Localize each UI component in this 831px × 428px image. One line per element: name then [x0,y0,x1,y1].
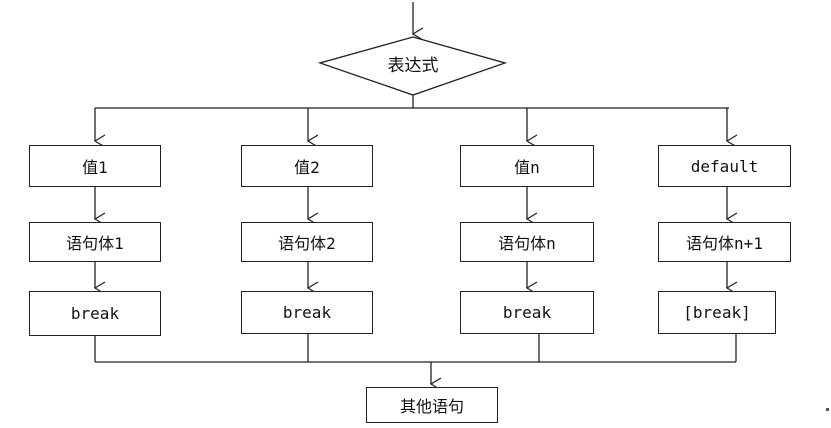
statement-label: 语句体2 [278,234,336,253]
break-label: break [282,303,332,322]
break-box-4: [break] [658,291,776,334]
case-label: 值n [514,158,540,177]
break-label: [break] [683,303,751,322]
expression-label: 表达式 [387,55,439,76]
statement-box-2: 语句体2 [241,222,373,262]
exit-statement-box: 其他语句 [366,387,498,423]
case-label: 值2 [294,158,320,177]
case-box-4: default [658,145,791,187]
statement-box-3: 语句体n [460,222,594,262]
break-label: break [70,304,120,323]
case-box-1: 值1 [29,145,161,187]
break-box-3: break [460,291,594,334]
break-label: break [502,303,552,322]
statement-box-1: 语句体1 [29,222,161,262]
case-box-3: 值n [460,145,594,187]
statement-label: 语句体n [498,234,556,253]
case-label: default [690,156,759,176]
statement-label: 语句体1 [66,234,124,253]
case-label: 值1 [82,158,108,177]
break-box-1: break [29,291,161,336]
corner-dot [826,408,829,411]
statement-label: 语句体n+1 [686,234,763,253]
case-box-2: 值2 [241,145,373,187]
exit-statement-label: 其他语句 [399,397,464,416]
break-box-2: break [241,291,373,334]
statement-box-4: 语句体n+1 [658,222,791,262]
